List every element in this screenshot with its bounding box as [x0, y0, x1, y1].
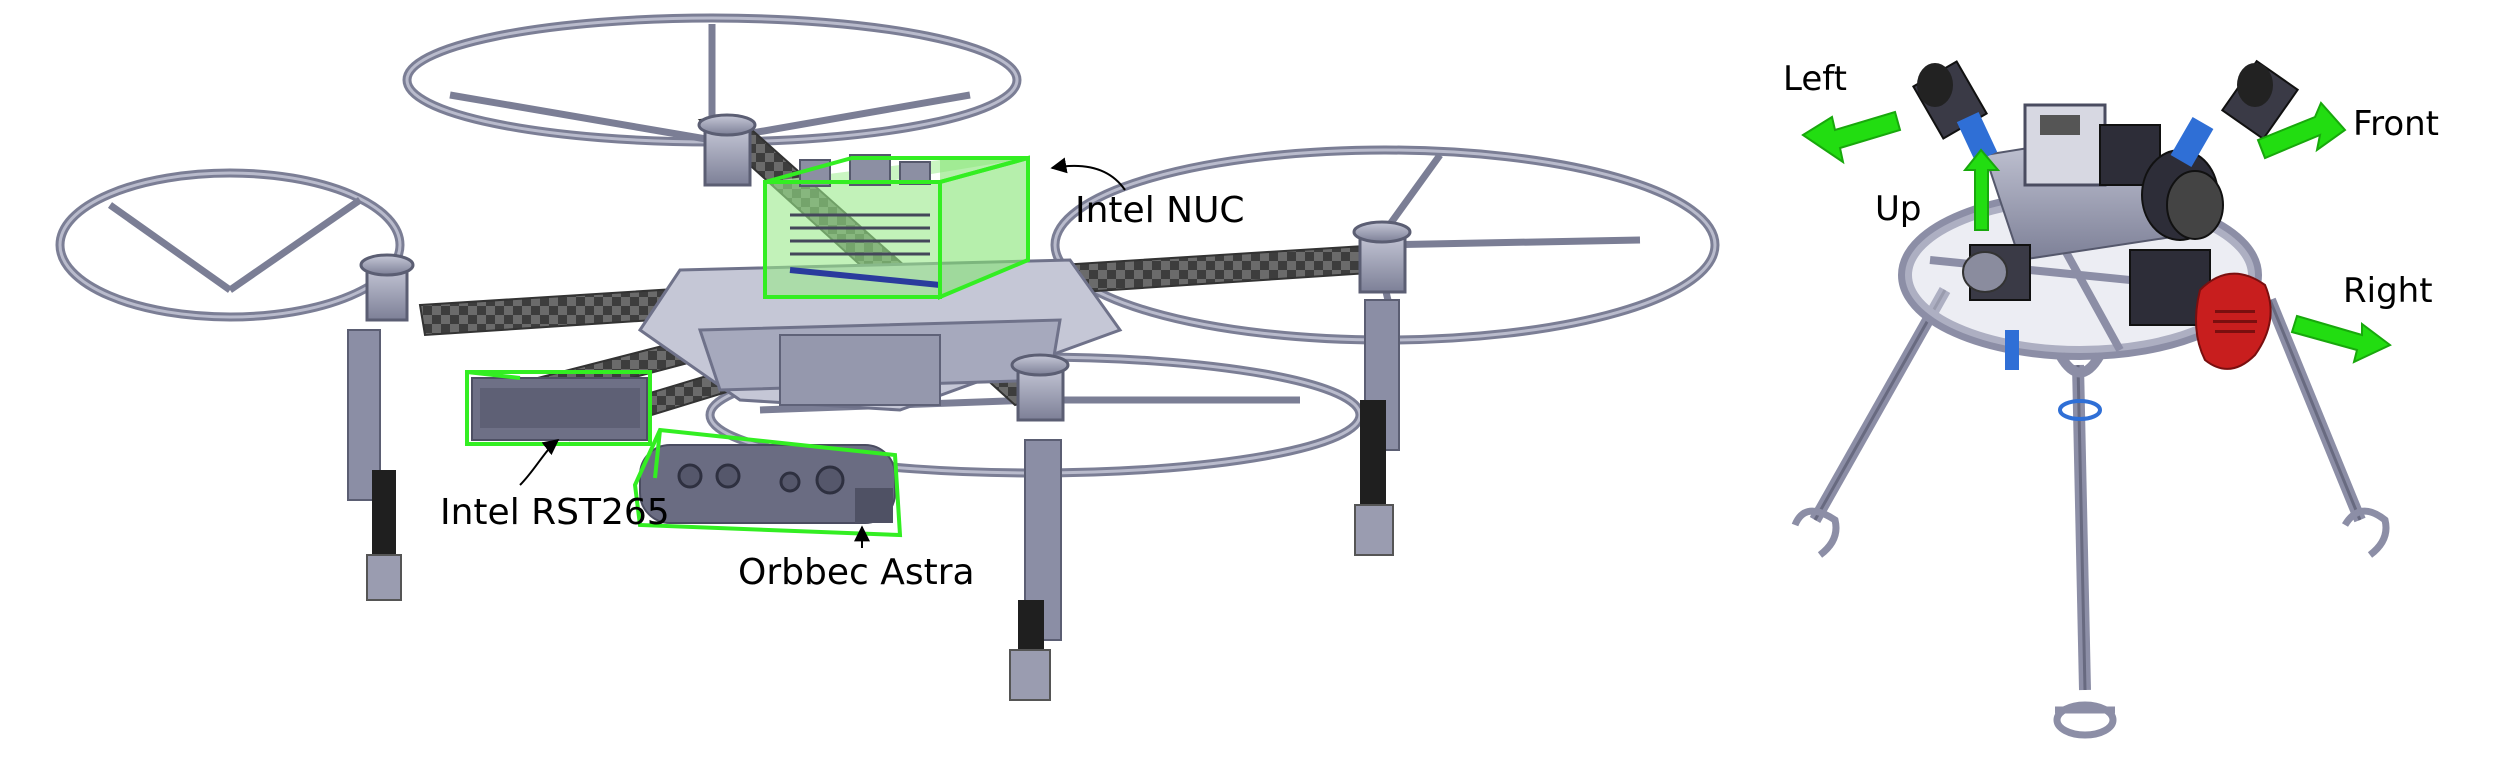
- leg-feet: [1791, 507, 2390, 739]
- camera-rig-render: Left Front Up Right: [1783, 59, 2439, 739]
- landing-legs: [347, 299, 1400, 701]
- drone-render: Intel NUC Intel RST265 Orbbec Astra: [55, 13, 1720, 701]
- side-camera-left: [1911, 60, 1998, 163]
- label-intel-nuc: Intel NUC: [1075, 190, 1245, 231]
- label-right: Right: [2343, 271, 2433, 311]
- label-intel-rst265: Intel RST265: [440, 492, 670, 533]
- side-camera-front: [2170, 59, 2300, 168]
- arrow-left: [1801, 110, 1902, 165]
- motors: [359, 113, 1412, 422]
- arrow-front: [2256, 101, 2347, 160]
- center-camera: [2023, 103, 2224, 241]
- direction-arrows: [1801, 101, 2392, 364]
- label-up: Up: [1875, 189, 1921, 229]
- label-orbbec-astra: Orbbec Astra: [738, 552, 975, 593]
- nuc-pointer: [1050, 157, 1126, 191]
- intel-nuc-highlight: [763, 154, 1030, 301]
- bottom-camera: [1962, 244, 2031, 370]
- arrow-right: [2290, 314, 2392, 364]
- rst265-pointer: [519, 439, 560, 486]
- label-front: Front: [2353, 104, 2439, 144]
- arrow-up: [1962, 148, 2001, 231]
- intel-rst265-highlight: [465, 370, 652, 446]
- thermal-camera: [2129, 249, 2272, 370]
- label-left: Left: [1783, 59, 1847, 99]
- center-frame: [637, 258, 1123, 412]
- orbbec-astra-highlight: [632, 427, 903, 538]
